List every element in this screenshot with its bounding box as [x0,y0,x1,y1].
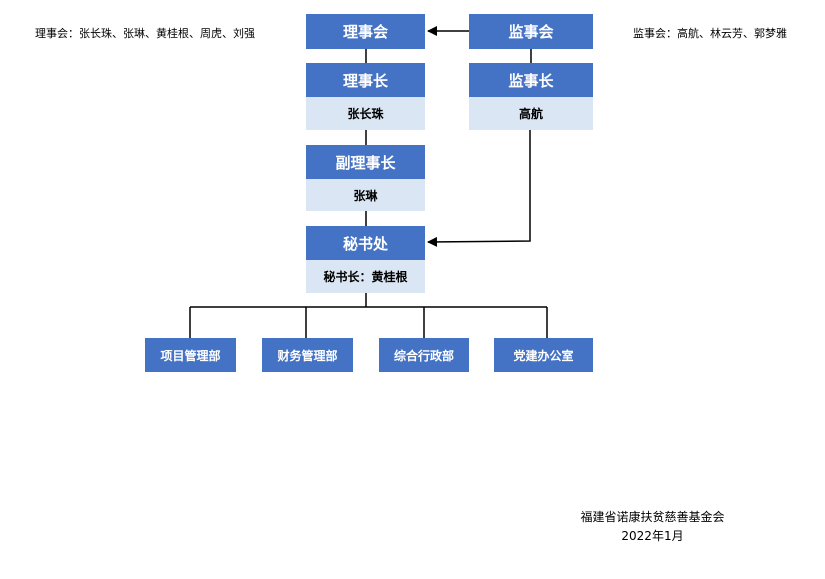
chief-supervisor-name-box: 高航 [469,97,593,130]
department-admin-box: 综合行政部 [379,338,469,372]
supervisors-note: 监事会：高航、林云芳、郭梦雅 [633,27,787,40]
board-members-note: 理事会：张长珠、张琳、黄桂根、周虎、刘强 [35,27,255,40]
chief-supervisor-to-secretariat-arrow [427,130,531,247]
chief-supervisor-title-box: 监事长 [469,63,593,97]
vice-chairman-title-box: 副理事长 [306,145,425,179]
organization-name: 福建省诺康扶贫慈善基金会 [580,510,725,524]
department-project-box: 项目管理部 [145,338,236,372]
chairman-name-box: 张长珠 [306,97,425,130]
board-box: 理事会 [306,14,425,49]
supervisory-board-box: 监事会 [469,14,593,49]
department-party-office-box: 党建办公室 [494,338,593,372]
secretary-general-box: 秘书长：黄桂根 [306,260,425,293]
vice-chairman-name-box: 张琳 [306,179,425,211]
department-finance-box: 财务管理部 [262,338,353,372]
chart-date: 2022年1月 [621,529,684,543]
secretariat-title-box: 秘书处 [306,226,425,260]
chairman-title-box: 理事长 [306,63,425,97]
